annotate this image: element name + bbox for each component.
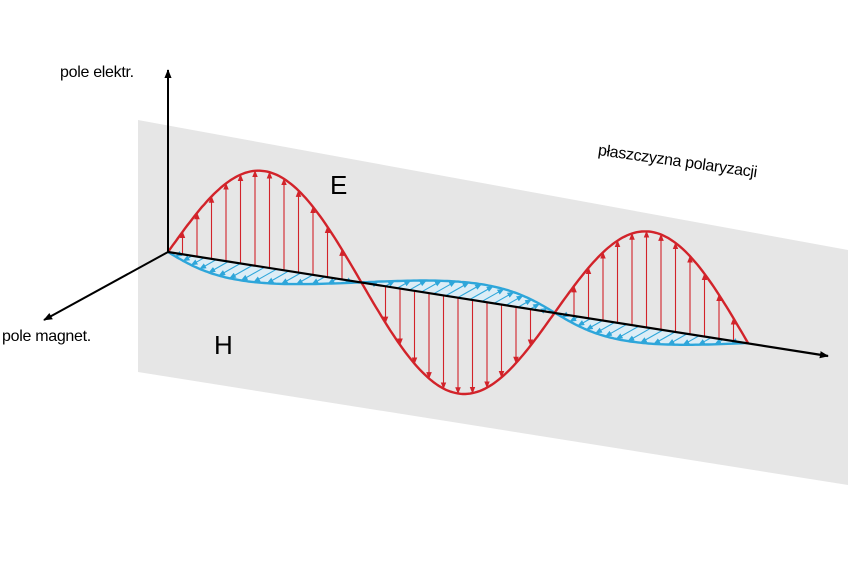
magnetic-vector-arrow-icon <box>577 317 592 327</box>
magnetic-wave-label: H <box>214 330 233 360</box>
magnetic-vector-arrow-icon <box>421 280 442 293</box>
magnetic-vector-arrow-icon <box>218 262 241 277</box>
magnetic-vector-arrow-icon <box>639 329 664 344</box>
magnetic-vector-arrow-icon <box>409 280 427 291</box>
magnetic-vector-arrow-icon <box>295 274 314 285</box>
magnetic-vector-arrow-icon <box>445 282 470 297</box>
magnetic-vector-arrow-icon <box>667 333 688 346</box>
magnetic-vector-arrow-icon <box>627 327 652 342</box>
magnetic-field-axis <box>43 251 169 321</box>
magnetic-field-wave <box>167 250 749 346</box>
magnetic-vector-arrow-icon <box>615 325 640 340</box>
magnetic-vector-arrow-icon <box>433 280 457 295</box>
magnetic-vector-arrow-icon <box>457 283 483 298</box>
magnetic-vector-arrow-icon <box>266 270 290 284</box>
magnetic-vector-arrow-icon <box>481 288 505 302</box>
magnetic-vector-arrow-icon <box>229 264 253 279</box>
electric-wave-label: E <box>330 170 348 200</box>
magnetic-vector-arrow-icon <box>595 321 616 334</box>
magnetic-vector-arrow-icon <box>253 268 278 283</box>
magnetic-vector-arrow-icon <box>653 331 676 345</box>
electric-field-wave <box>167 169 750 396</box>
magnetic-vector-arrow-icon <box>518 299 533 308</box>
magnetic-vector-arrow-icon <box>199 259 217 270</box>
magnetic-vector-arrow-icon <box>493 291 515 304</box>
magnetic-vector-arrow-icon <box>208 261 229 273</box>
magnetic-vector-arrow-icon <box>240 266 265 281</box>
magnetic-vector-arrow-icon <box>585 319 604 331</box>
magnetic-vector-arrow-icon <box>190 257 205 266</box>
magnetic-vector-arrow-icon <box>506 295 524 306</box>
propagation-axis <box>167 250 829 359</box>
magnetic-vector-arrow-icon <box>280 272 302 285</box>
magnetic-vector-arrow-icon <box>469 285 494 300</box>
magnetic-vector-arrow-icon <box>682 334 700 346</box>
magnetic-field-axis-label: pole magnet. <box>2 328 91 345</box>
magnetic-vector-arrow-icon <box>530 303 541 310</box>
magnetic-vector-arrow-icon <box>311 276 326 285</box>
electric-field-axis-label: pole elektr. <box>60 64 134 81</box>
electric-field-group <box>167 169 750 396</box>
magnetic-vector-arrow-icon <box>604 323 628 337</box>
